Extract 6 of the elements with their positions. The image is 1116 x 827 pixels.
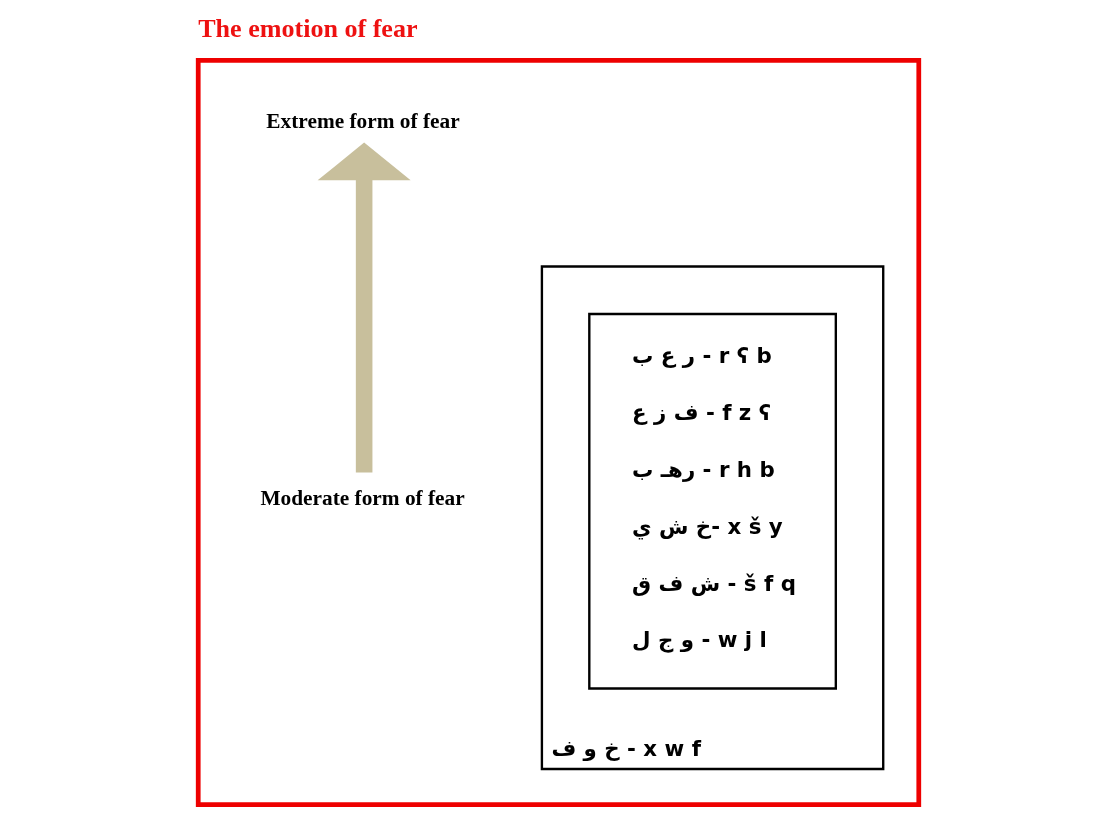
arrow — [317, 142, 411, 473]
diagram-title: The emotion of fear — [197, 14, 418, 44]
cluster — [195, 57, 921, 807]
node-text: Extreme form of fear — [265, 109, 460, 134]
node-box: ر ع ب - r ʕ b ف ز ع - f z ʕ رهـ ب - r h b خ ش ي- x š y ش ف ق - š f q و ج ل - w j l — [587, 312, 837, 690]
node-text: Moderate form of fear — [259, 486, 465, 511]
